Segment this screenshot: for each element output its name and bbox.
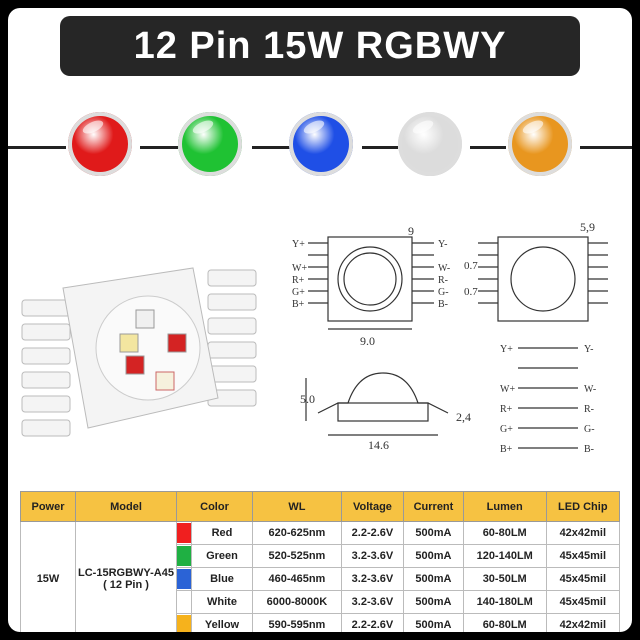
color-swatch [176, 590, 192, 614]
top-width-label: 9.0 [360, 334, 375, 348]
pin-label: W- [438, 263, 450, 274]
color-swatch [176, 567, 192, 591]
pin-label: G+ [292, 287, 305, 298]
pin-label: Y+ [292, 239, 305, 250]
dimension-drawings: 9 9.0 5,9 0.7 0.7 5.0 2,4 14.6 Y+ W+ R+ … [292, 220, 608, 455]
wl-cell: 520-525nm [252, 544, 342, 568]
pin-label: B+ [292, 299, 305, 310]
chip-cell: 45x45mil [545, 567, 621, 591]
pin-label: R+ [292, 275, 305, 286]
pin-label: Y- [438, 239, 447, 250]
current-cell: 500mA [403, 544, 464, 568]
current-cell: 500mA [403, 567, 464, 591]
yellow-led-bulb [508, 112, 572, 176]
white-led-bulb [398, 112, 462, 176]
divider-line [140, 146, 178, 149]
lumen-cell: 120-140LM [462, 544, 547, 568]
lumen-cell: 140-180LM [462, 590, 547, 614]
pin-label: B- [438, 299, 448, 310]
divider-line [470, 146, 506, 149]
wl-cell: 460-465nm [252, 567, 342, 591]
schematic-label: W+ [500, 384, 515, 395]
color-cell: White [191, 590, 253, 614]
schematic-label: R- [584, 404, 594, 415]
column-header: WL [252, 491, 342, 522]
divider-line [8, 146, 66, 149]
schematic-label: Y- [584, 344, 593, 355]
model-pins: ( 12 Pin ) [103, 579, 149, 591]
schematic-label: B+ [500, 444, 513, 455]
color-swatch [176, 521, 192, 545]
chip-cell: 45x45mil [545, 544, 621, 568]
page-title: 12 Pin 15W RGBWY [133, 24, 507, 67]
column-header: Current [403, 491, 464, 522]
color-cell: Yellow [191, 613, 253, 632]
divider-line [580, 146, 632, 149]
schematic-label: G+ [500, 424, 513, 435]
table-header-row: Power Model Color WL Voltage Current Lum… [20, 491, 621, 522]
column-header: Voltage [340, 491, 405, 522]
pin-label: G- [438, 287, 449, 298]
blue-led-bulb [289, 112, 353, 176]
content-panel: 12 Pin 15W RGBWY [8, 8, 632, 632]
side-width-label: 14.6 [368, 438, 389, 452]
led-module-illustration [21, 267, 257, 437]
column-header: Power [20, 491, 76, 522]
current-cell: 500mA [403, 521, 464, 545]
wl-cell: 6000-8000K [252, 590, 342, 614]
divider-line [362, 146, 398, 149]
chip-cell: 45x45mil [545, 590, 621, 614]
schematic-label: G- [584, 424, 595, 435]
wl-cell: 590-595nm [252, 613, 342, 632]
model-name: LC-15RGBWY-A45 [78, 567, 174, 579]
color-cell: Blue [191, 567, 253, 591]
top-diameter-label: 9 [408, 224, 414, 238]
red-led-bulb [68, 112, 132, 176]
column-header: Model [75, 491, 177, 522]
current-cell: 500mA [403, 613, 464, 632]
lumen-cell: 60-80LM [462, 521, 547, 545]
schematic-label: Y+ [500, 344, 513, 355]
color-swatch [176, 613, 192, 632]
schematic-label: W- [584, 384, 596, 395]
current-cell: 500mA [403, 590, 464, 614]
spec-table: Power Model Color WL Voltage Current Lum… [20, 491, 621, 632]
lumen-cell: 30-50LM [462, 567, 547, 591]
column-header: LED Chip [545, 491, 621, 522]
pitch-b-label: 0.7 [464, 286, 478, 298]
right-diameter-label: 5,9 [580, 220, 595, 234]
wl-cell: 620-625nm [252, 521, 342, 545]
lumen-cell: 60-80LM [462, 613, 547, 632]
model-cell: LC-15RGBWY-A45( 12 Pin ) [75, 521, 177, 632]
voltage-cell: 3.2-3.6V [340, 590, 405, 614]
divider-line [252, 146, 290, 149]
voltage-cell: 2.2-2.6V [340, 521, 405, 545]
pitch-a-label: 0.7 [464, 260, 478, 272]
green-led-bulb [178, 112, 242, 176]
power-cell: 15W [20, 521, 76, 632]
side-height-label: 5.0 [300, 392, 315, 406]
title-banner: 12 Pin 15W RGBWY [60, 16, 580, 76]
pin-label: R- [438, 275, 448, 286]
voltage-cell: 3.2-3.6V [340, 544, 405, 568]
column-header: Lumen [462, 491, 547, 522]
color-cell: Red [191, 521, 253, 545]
color-cell: Green [191, 544, 253, 568]
schematic-label: R+ [500, 404, 513, 415]
chip-cell: 42x42mil [545, 521, 621, 545]
side-base-label: 2,4 [456, 410, 471, 424]
pin-label: W+ [292, 263, 307, 274]
voltage-cell: 3.2-3.6V [340, 567, 405, 591]
voltage-cell: 2.2-2.6V [340, 613, 405, 632]
schematic-label: B- [584, 444, 594, 455]
color-swatch [176, 544, 192, 568]
column-header: Color [176, 491, 253, 522]
chip-cell: 42x42mil [545, 613, 621, 632]
